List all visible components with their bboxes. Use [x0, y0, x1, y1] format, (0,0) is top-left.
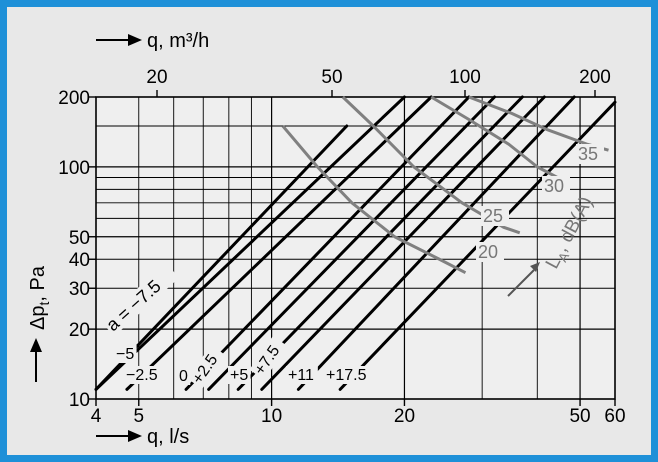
x2-tick-label: 20 [146, 67, 167, 88]
pressure-label: 0 [179, 368, 188, 385]
pressure-line [296, 95, 576, 391]
pressure-label: −5 [116, 346, 134, 363]
sound-label-bg [476, 242, 504, 262]
pressure-label-bg [228, 366, 251, 384]
pressure-label-group: −2.5 [124, 366, 166, 384]
bottom-axis-title: q, l/s [96, 426, 189, 448]
left-axis-arrow-head [30, 338, 42, 352]
x2-tick-label: 50 [321, 67, 342, 88]
sound-curve [341, 95, 521, 235]
y-tick-label: 200 [58, 88, 90, 109]
y-tick-label: 10 [69, 390, 90, 411]
pressure-label-group: +17.5 [324, 366, 375, 384]
y-tick-label: 50 [69, 228, 90, 249]
top-axis-arrow-head [128, 34, 142, 46]
pressure-line [260, 95, 546, 391]
sound-curve [430, 95, 567, 184]
pressure-label-group: −5 [114, 345, 137, 363]
pressure-label-bg [324, 366, 375, 384]
annotation-arrow-head [530, 262, 540, 272]
x-tick-label: 4 [91, 406, 102, 427]
pressure-label-bg [177, 367, 191, 385]
left-axis-title: Δpt, Pa [27, 265, 52, 382]
pressure-label: +17.5 [326, 367, 367, 384]
bottom-axis-label: q, l/s [147, 426, 189, 448]
top-axis-label: q, m³/h [147, 30, 209, 52]
pressure-label-group: +5 [228, 366, 251, 384]
pressure-label-group: +11 [286, 366, 318, 384]
pressure-line [125, 95, 433, 391]
pressure-label-bg [286, 366, 318, 384]
plot-border [95, 96, 616, 400]
sound-label-bg [481, 206, 509, 226]
sound-label-bg [576, 144, 604, 164]
pressure-line [236, 95, 524, 391]
annotation-arrow-line [507, 269, 535, 297]
pressure-line [94, 95, 406, 391]
sound-label: 30 [544, 176, 564, 196]
x-tick-label: 20 [394, 406, 415, 427]
sound-label: 25 [483, 206, 503, 226]
top-axis-title: q, m³/h [96, 30, 209, 52]
y-tick-label: 100 [58, 158, 90, 179]
pressure-label-group: 0 [177, 367, 191, 385]
x-tick-label: 60 [604, 406, 625, 427]
sound-label: 35 [578, 144, 598, 164]
bottom-axis-arrow-head [128, 430, 142, 442]
left-axis-label: Δpt, Pa [27, 265, 52, 330]
pressure-label: −2.5 [126, 367, 158, 384]
x2-tick-label: 100 [449, 67, 481, 88]
pressure-label-bg [114, 345, 137, 363]
sound-label-bg [542, 176, 570, 196]
x-tick-label: 50 [569, 406, 590, 427]
pressure-label-bg [187, 344, 226, 389]
pressure-label-bg [100, 262, 180, 337]
y-tick-label: 40 [69, 250, 90, 271]
pressure-label-bg [124, 366, 166, 384]
x-tick-label: 10 [261, 406, 282, 427]
x2-tick-label: 200 [579, 67, 611, 88]
pressure-line [94, 124, 349, 391]
pressure-label: +5 [230, 367, 248, 384]
sound-label: 20 [478, 242, 498, 262]
y-tick-label: 30 [69, 279, 90, 300]
pressure-label: +11 [288, 367, 314, 384]
pressure-label-bg [249, 335, 288, 380]
pressure-line [207, 95, 497, 391]
sound-curve [281, 125, 467, 275]
pressure-line [184, 95, 471, 391]
y-tick-label: 20 [69, 320, 90, 341]
x-tick-label: 5 [133, 406, 144, 427]
